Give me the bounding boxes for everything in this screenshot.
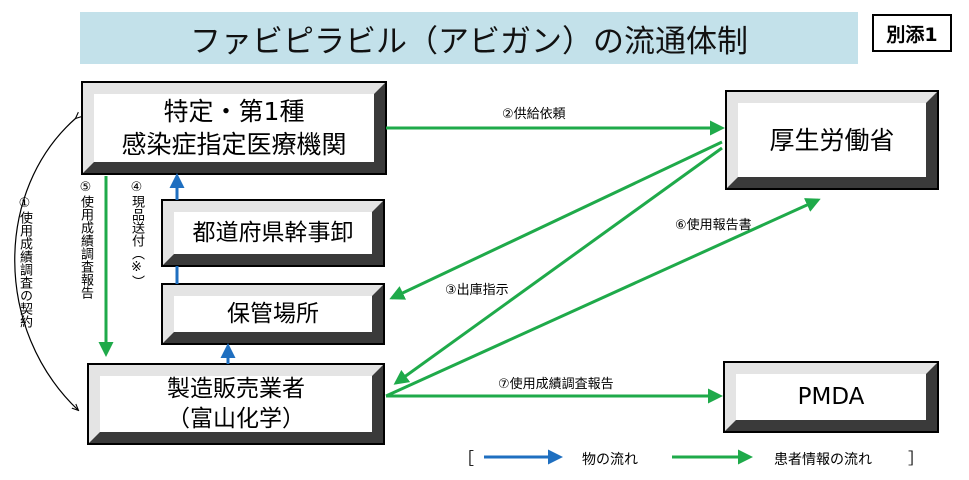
manufacturer-line1: 製造販売業者 [167, 376, 305, 402]
pmda-label: PMDA [797, 384, 865, 410]
label-shipment: ④現品送付（※） [129, 180, 144, 288]
arrow-usage-report [385, 198, 821, 398]
legend-info-label: 患者情報の流れ [774, 452, 872, 468]
prefecture-box: 都道府県幹事卸 [161, 199, 385, 267]
hospital-box: 特定・第1種 感染症指定医療機関 [81, 81, 387, 175]
label-survey-report: ⑦使用成績調査報告 [498, 377, 614, 392]
legend-goods-label: 物の流れ [582, 452, 638, 468]
prefecture-label: 都道府県幹事卸 [192, 220, 354, 246]
arrow-contract [14, 118, 78, 410]
mhlw-box: 厚生労働省 [725, 90, 939, 190]
arrow-delivery-order [389, 140, 723, 300]
label-delivery-order: ③出庫指示 [445, 283, 509, 298]
label-contract: ①使用成績調査の契約 [17, 196, 32, 328]
arrow-mhlw-to-manufacturer [393, 146, 723, 385]
label-survey-report-vertical: ⑤使用成績調査報告 [78, 180, 93, 299]
hospital-line2: 感染症指定医療機関 [121, 130, 347, 159]
label-usage-report: ⑥使用報告書 [675, 218, 752, 233]
manufacturer-line2: （富山化学） [167, 406, 305, 432]
diagram-title: ファビピラビル（アビガン）の流通体制 [80, 12, 858, 64]
hospital-line1: 特定・第1種 [163, 97, 305, 126]
storage-box: 保管場所 [161, 283, 385, 345]
label-supply-request: ②供給依頼 [502, 107, 566, 122]
legend-open-bracket: ［ [458, 449, 475, 468]
mhlw-label: 厚生労働省 [769, 125, 895, 155]
pmda-box: PMDA [723, 361, 939, 433]
attachment-label: 別添1 [872, 14, 952, 52]
manufacturer-box: 製造販売業者 （富山化学） [87, 363, 385, 445]
storage-label: 保管場所 [227, 301, 319, 327]
legend-close-bracket: ］ [908, 449, 925, 468]
